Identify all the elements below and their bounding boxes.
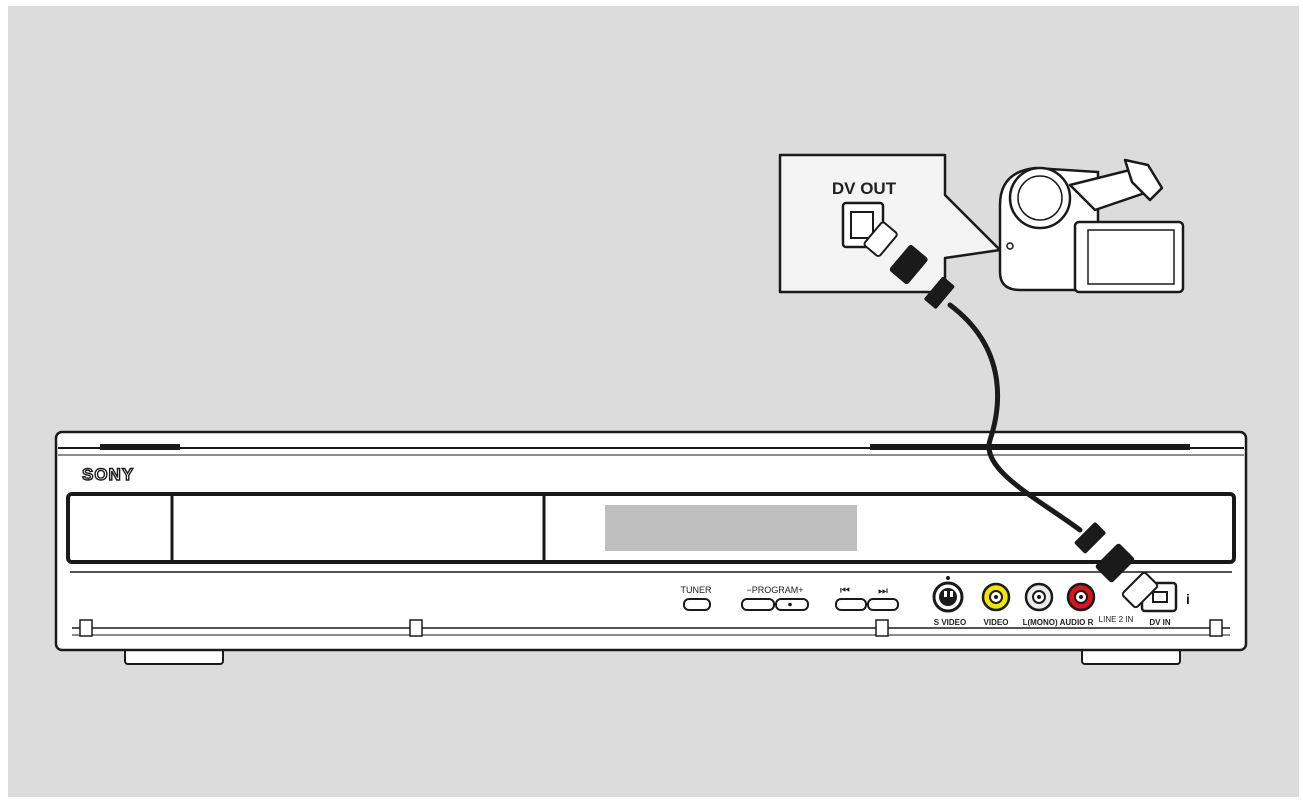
video-jack[interactable] [981, 582, 1011, 612]
camcorder-icon [998, 158, 1185, 294]
audio-label: L(MONO) AUDIO R [1023, 618, 1094, 627]
skip-forward-icon: ⏭ [878, 585, 888, 597]
line-in-label: LINE 2 IN [1099, 615, 1134, 624]
skip-back-button[interactable] [835, 598, 867, 611]
skip-forward-button[interactable] [867, 598, 899, 611]
program-label: −PROGRAM+ [746, 585, 803, 595]
tuner-button[interactable] [683, 598, 711, 611]
s-video-jack[interactable] [932, 576, 964, 613]
dv-cable [863, 221, 1159, 609]
info-icon: i [1186, 591, 1190, 607]
tuner-label: TUNER [681, 585, 712, 595]
dv-out-label: DV OUT [832, 179, 897, 198]
dv-out-callout: DV OUT [778, 153, 1002, 294]
background-panel [8, 6, 1299, 797]
dvd-recorder: SONY TUNER −PROGRAM+ ⏮ ⏭ [54, 430, 1248, 665]
brand-logo: SONY [82, 465, 134, 484]
audio-l-jack[interactable] [1024, 582, 1054, 612]
program-minus-button[interactable] [741, 598, 775, 611]
display-window [605, 505, 857, 551]
audio-r-jack[interactable] [1066, 582, 1096, 612]
dv-in-label: DV IN [1149, 618, 1171, 627]
skip-back-icon: ⏮ [840, 585, 850, 597]
s-video-label: S VIDEO [934, 618, 966, 627]
program-plus-button[interactable] [775, 598, 809, 611]
video-label: VIDEO [984, 618, 1009, 627]
